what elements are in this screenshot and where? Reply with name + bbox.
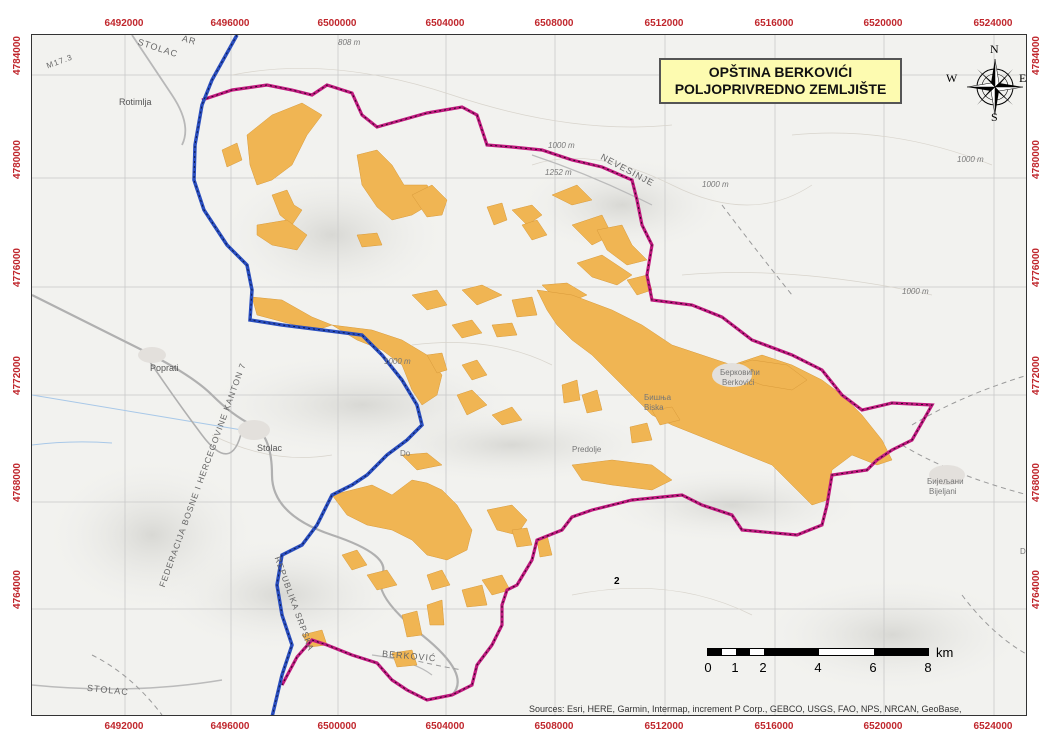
elevation-label: 1000 m	[957, 155, 984, 164]
x-tick-top: 6492000	[104, 18, 144, 29]
elevation-label: 1252 m	[545, 168, 572, 177]
place-berkovici-lat: Berkovići	[722, 378, 755, 387]
x-tick-bottom: 6516000	[754, 721, 794, 732]
compass-n: N	[990, 42, 999, 56]
x-tick-bottom: 6504000	[425, 721, 465, 732]
municipality-boundary	[201, 83, 935, 702]
compass-e: E	[1019, 71, 1027, 85]
place-predolje: Predolje	[572, 445, 602, 454]
scale-label: 6	[869, 660, 877, 675]
scale-label: 2	[759, 660, 767, 675]
scale-segment	[750, 649, 764, 655]
compass-rose-icon: N S E W	[946, 42, 1028, 124]
map-title-box: OPŠTINA BERKOVIĆI POLJOPRIVREDNO ZEMLJIŠ…	[659, 58, 902, 104]
x-tick-bottom: 6520000	[863, 721, 903, 732]
elevation-label: 1000 m	[384, 357, 411, 366]
place-bjeljani-lat: Bijeljani	[929, 487, 957, 496]
x-tick-top: 6500000	[317, 18, 357, 29]
y-tick-right: 4780000	[1031, 140, 1042, 179]
scale-segment	[764, 649, 819, 655]
x-tick-top: 6504000	[425, 18, 465, 29]
x-tick-top: 6512000	[644, 18, 684, 29]
y-tick-left: 4776000	[12, 248, 23, 287]
x-tick-top: 6520000	[863, 18, 903, 29]
compass-s: S	[991, 110, 998, 124]
y-tick-right: 4784000	[1031, 36, 1042, 75]
place-poprati: Poprati	[150, 363, 179, 373]
elevation-label: 1000 m	[548, 141, 575, 150]
y-tick-left: 4772000	[12, 356, 23, 395]
place-rotimlja: Rotimlja	[119, 97, 152, 107]
x-tick-bottom: 6492000	[104, 721, 144, 732]
settlements	[138, 347, 965, 485]
y-tick-left: 4784000	[12, 36, 23, 75]
y-tick-left: 4780000	[12, 140, 23, 179]
x-tick-bottom: 6508000	[534, 721, 574, 732]
scale-segment	[736, 649, 750, 655]
entity-boundary-dots	[193, 35, 423, 715]
map-canvas[interactable]: Rotimlja Poprati Stolac Берковићи Berkov…	[31, 34, 1027, 716]
scale-label: 0	[704, 660, 712, 675]
scale-label: 8	[924, 660, 932, 675]
y-tick-right: 4776000	[1031, 248, 1042, 287]
place-berkovici-cyr: Берковићи	[720, 368, 760, 377]
elevation-label: 1000 m	[702, 180, 729, 189]
map-label-2: 2	[614, 576, 620, 587]
y-tick-left: 4764000	[12, 570, 23, 609]
y-tick-left: 4768000	[12, 463, 23, 502]
map-sources: Sources: Esri, HERE, Garmin, Intermap, i…	[529, 704, 962, 714]
scale-segment	[819, 649, 874, 655]
x-tick-top: 6496000	[210, 18, 250, 29]
x-tick-bottom: 6496000	[210, 721, 250, 732]
x-tick-bottom: 6500000	[317, 721, 357, 732]
scale-segment	[708, 649, 722, 655]
x-tick-bottom: 6524000	[973, 721, 1013, 732]
scale-bar	[707, 648, 929, 656]
elevation-label: 1000 m	[902, 287, 929, 296]
scale-unit: km	[936, 645, 954, 660]
place-dol: Do	[400, 449, 411, 458]
map-title-line2: POLJOPRIVREDNO ZEMLJIŠTE	[674, 81, 887, 97]
scale-label: 4	[814, 660, 822, 675]
scale-label: 1	[731, 660, 739, 675]
x-tick-bottom: 6512000	[644, 721, 684, 732]
x-tick-top: 6516000	[754, 18, 794, 29]
agricultural-land	[221, 102, 893, 668]
x-tick-top: 6524000	[973, 18, 1013, 29]
place-stolac: Stolac	[257, 443, 283, 453]
rivers	[32, 394, 243, 446]
y-tick-right: 4768000	[1031, 463, 1042, 502]
scale-segment	[722, 649, 736, 655]
place-hrasno-cyr: Бишња	[644, 393, 672, 402]
compass-w: W	[946, 71, 958, 85]
map-title-line1: OPŠTINA BERKOVIĆI	[708, 64, 853, 80]
x-tick-top: 6508000	[534, 18, 574, 29]
place-bjeljani-cyr: Бијељани	[927, 477, 964, 486]
place-dr: Dr	[1020, 547, 1026, 556]
y-tick-right: 4772000	[1031, 356, 1042, 395]
terrain-shading	[42, 155, 1026, 695]
scale-segment	[874, 649, 928, 655]
y-tick-right: 4764000	[1031, 570, 1042, 609]
map-svg	[32, 35, 1026, 715]
elevation-label: 808 m	[338, 38, 361, 47]
place-hrasno-lat: Biska	[644, 403, 664, 412]
